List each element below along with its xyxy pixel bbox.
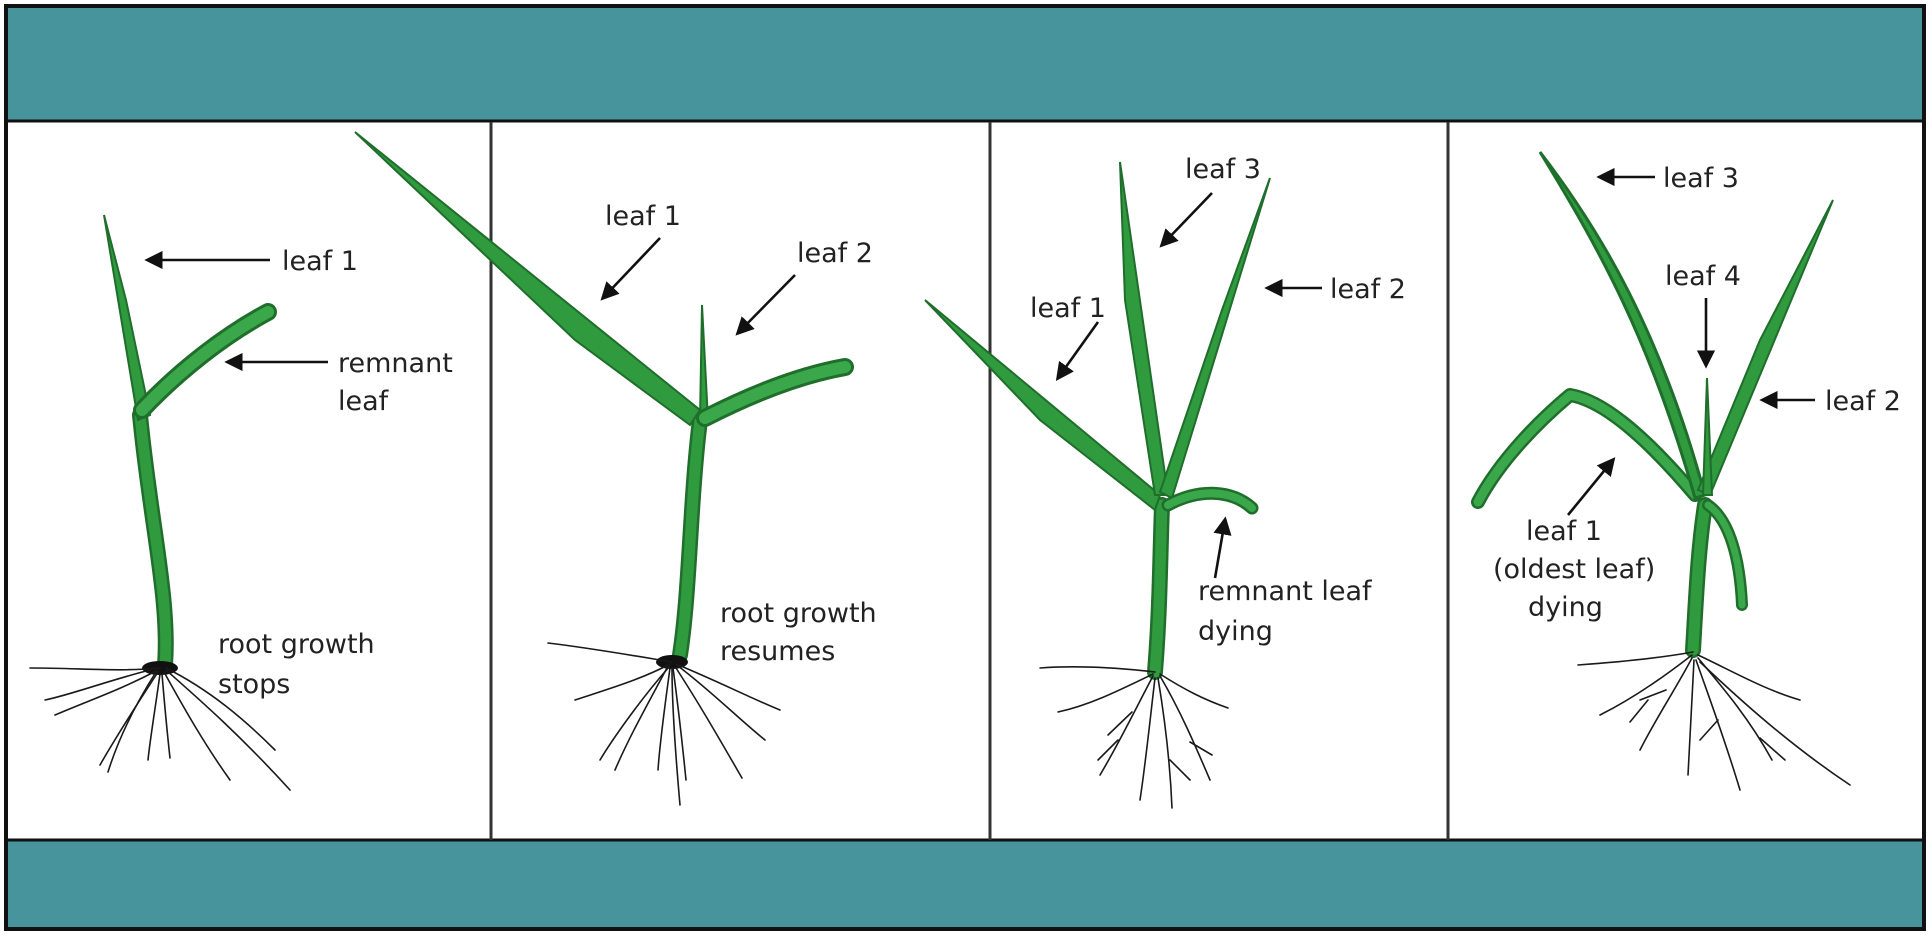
label-remnant-leaf-line1: remnant leaf	[1198, 576, 1373, 607]
label-root-growth-line1: root growth	[218, 629, 375, 660]
label-leaf-2: leaf 2	[797, 238, 873, 269]
label-root-growth-line1: root growth	[720, 598, 877, 629]
label-leaf-1: leaf 1	[1030, 293, 1106, 324]
label-remnant-leaf-line2: dying	[1198, 616, 1273, 647]
top-band	[8, 8, 1922, 121]
label-leaf-1-line2: (oldest leaf)	[1493, 554, 1655, 585]
outer-border	[6, 6, 1924, 929]
label-leaf-2: leaf 2	[1825, 386, 1901, 417]
label-root-growth-line2: resumes	[720, 636, 835, 667]
label-leaf-2: leaf 2	[1330, 274, 1406, 305]
bottom-band	[8, 840, 1922, 927]
label-leaf-4: leaf 4	[1665, 261, 1741, 292]
label-root-growth-line2: stops	[218, 669, 290, 700]
label-leaf-3: leaf 3	[1663, 163, 1739, 194]
label-remnant-leaf-line1: remnant	[338, 348, 453, 379]
label-leaf-1: leaf 1	[282, 246, 358, 277]
label-leaf-1: leaf 1	[605, 201, 681, 232]
label-leaf-1-line3: dying	[1528, 592, 1603, 623]
label-leaf-3: leaf 3	[1185, 154, 1261, 185]
label-remnant-leaf-line2: leaf	[338, 386, 390, 417]
label-leaf-1-line1: leaf 1	[1526, 516, 1602, 547]
